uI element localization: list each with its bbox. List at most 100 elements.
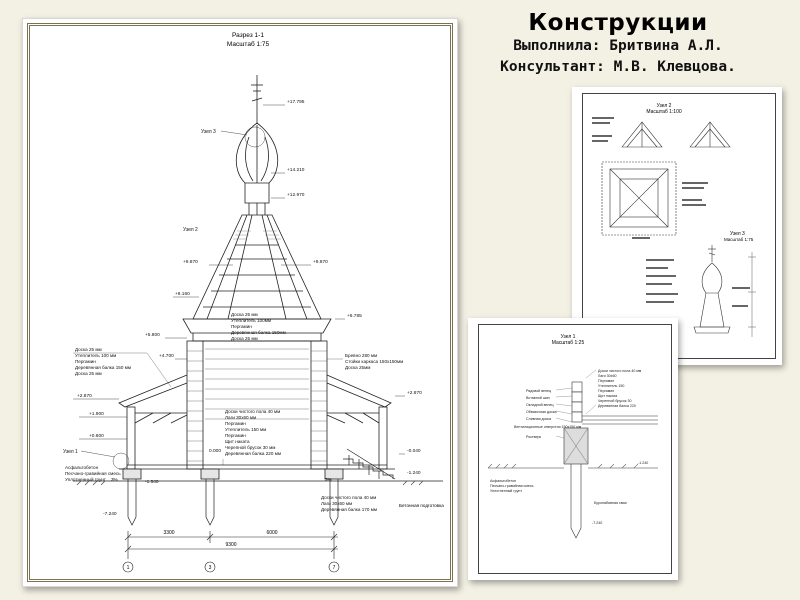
leader-lines bbox=[555, 369, 597, 439]
svg-text:-7.240: -7.240 bbox=[592, 521, 602, 525]
svg-text:Пергамин: Пергамин bbox=[225, 421, 246, 426]
plan-view bbox=[601, 161, 677, 236]
svg-text:Узел 3: Узел 3 bbox=[201, 129, 216, 135]
dim-6000: 6000 bbox=[266, 530, 277, 536]
slope-left: 3% bbox=[111, 477, 118, 482]
left-layers-annotation: Доска 25 мм Утеплитель 100 мм Пергамин Д… bbox=[75, 347, 131, 376]
svg-text:-1.540: -1.540 bbox=[145, 479, 159, 485]
svg-text:+14.210: +14.210 bbox=[287, 167, 305, 173]
svg-text:Асфальтобетон: Асфальтобетон bbox=[65, 465, 99, 470]
ground-line bbox=[487, 463, 658, 469]
svg-text:Уплотненный грунт: Уплотненный грунт bbox=[65, 476, 107, 482]
node3-title: Узел 3 bbox=[730, 231, 745, 237]
svg-text:Утеплитель 150: Утеплитель 150 bbox=[598, 384, 624, 388]
floor-structure bbox=[582, 415, 658, 425]
svg-text:Утеплитель 100 мм: Утеплитель 100 мм bbox=[75, 353, 116, 358]
roof-layers-annotation: Доска 25 мм Утеплитель 100мм Пергамин Де… bbox=[231, 312, 286, 341]
node3-levels bbox=[748, 252, 756, 337]
drawing-sheet-node1: Узел 1 Масштаб 1:25 Рядовой венец Вставн… bbox=[468, 318, 678, 580]
svg-text:+5.800: +5.800 bbox=[145, 332, 160, 338]
svg-text:0.000: 0.000 bbox=[209, 448, 221, 454]
node3-callouts bbox=[646, 259, 750, 307]
sheet-frame bbox=[478, 324, 672, 574]
svg-text:Лаги 30х60 мм: Лаги 30х60 мм bbox=[321, 501, 352, 506]
svg-text:Щит наката: Щит наката bbox=[225, 439, 250, 444]
svg-text:+4.700: +4.700 bbox=[159, 353, 174, 359]
ground-line bbox=[73, 480, 443, 486]
node-labels: Узел 3 Узел 2 Узел 1 bbox=[63, 129, 216, 455]
svg-text:Деревянная балка 150 мм: Деревянная балка 150 мм bbox=[75, 365, 131, 370]
svg-text:Деревянная балка 220: Деревянная балка 220 bbox=[598, 404, 636, 408]
concrete-label: Бетонная подготовка bbox=[399, 503, 444, 508]
dome-and-cross bbox=[235, 75, 279, 215]
node1-scale: Масштаб 1:25 bbox=[552, 340, 585, 346]
svg-text:-1.240: -1.240 bbox=[638, 461, 648, 465]
pile bbox=[570, 464, 582, 539]
node2-scale: Масштаб 1:100 bbox=[646, 109, 682, 115]
svg-text:Утеплитель 150 мм: Утеплитель 150 мм bbox=[225, 427, 266, 432]
node3-scale: Масштаб 1:75 bbox=[724, 237, 754, 242]
svg-text:Узел 1: Узел 1 bbox=[63, 449, 78, 455]
axis-7: 7 bbox=[333, 565, 336, 571]
svg-text:Узел 2: Узел 2 bbox=[183, 227, 198, 233]
svg-text:-0.040: -0.040 bbox=[407, 448, 421, 454]
slope-right: 3% bbox=[325, 477, 332, 482]
svg-text:Песчано-гравийная смесь: Песчано-гравийная смесь bbox=[490, 484, 534, 488]
node1-right-labels: Доски чистого пола 40 мм Лаги 30х60 Перг… bbox=[598, 369, 642, 408]
wall-logs bbox=[187, 348, 327, 462]
elevation-leaders bbox=[73, 104, 405, 455]
node1-drawing: Узел 1 Масштаб 1:25 Рядовой венец Вставн… bbox=[487, 334, 658, 539]
svg-text:Деревянная балка 150мм: Деревянная балка 150мм bbox=[231, 330, 286, 335]
svg-text:Доска 25мм: Доска 25мм bbox=[345, 365, 370, 370]
dimension-lines bbox=[124, 531, 338, 559]
svg-text:Щит наката: Щит наката bbox=[598, 394, 617, 398]
svg-text:+17.795: +17.795 bbox=[287, 99, 305, 105]
svg-text:Деревянная балка 220 мм: Деревянная балка 220 мм bbox=[225, 451, 281, 456]
svg-text:+0.600: +0.600 bbox=[89, 433, 104, 439]
svg-text:+2.870: +2.870 bbox=[77, 393, 92, 399]
svg-text:+8.160: +8.160 bbox=[175, 291, 190, 297]
section-drawing: Разрез 1-1 Масштаб 1:75 bbox=[63, 32, 444, 573]
node1-title: Узел 1 bbox=[561, 334, 576, 340]
svg-text:Вставной шип: Вставной шип bbox=[526, 396, 550, 400]
svg-text:Бревно 280 мм: Бревно 280 мм bbox=[345, 353, 377, 358]
truss-right bbox=[689, 121, 731, 148]
porch-layers-annotation: Доски чистого пола 40 мм Лаги 30х60 мм Д… bbox=[321, 495, 377, 512]
dim-3300: 3300 bbox=[163, 530, 174, 536]
svg-text:Утеплитель 100мм: Утеплитель 100мм bbox=[231, 318, 271, 323]
svg-text:Доски чистого пола 40 мм: Доски чистого пола 40 мм bbox=[321, 495, 376, 500]
svg-text:Ростверк: Ростверк bbox=[526, 435, 542, 439]
svg-text:Черепной брусок 30 мм: Черепной брусок 30 мм bbox=[225, 444, 275, 450]
svg-text:Рядовой венец: Рядовой венец bbox=[526, 389, 551, 393]
svg-text:+12.970: +12.970 bbox=[287, 192, 305, 198]
svg-text:Пергамин: Пергамин bbox=[225, 433, 246, 438]
tent-roof bbox=[192, 214, 322, 320]
svg-text:Доска 25 мм: Доска 25 мм bbox=[75, 347, 102, 352]
svg-text:+1.900: +1.900 bbox=[89, 411, 104, 417]
svg-text:Уплотненный грунт: Уплотненный грунт bbox=[490, 489, 522, 493]
svg-text:-1.240: -1.240 bbox=[407, 470, 421, 476]
grillage bbox=[563, 427, 589, 465]
svg-text:Асфальтобетон: Асфальтобетон bbox=[490, 479, 516, 483]
svg-text:Деревянная балка 170 мм: Деревянная балка 170 мм bbox=[321, 507, 377, 512]
grid-axes bbox=[122, 561, 340, 573]
elevation-marks: +17.795 +14.210 +12.970 +9.870 +9.870 +8… bbox=[77, 99, 422, 517]
svg-text:+6.785: +6.785 bbox=[347, 313, 362, 319]
svg-text:Доска 25 мм: Доска 25 мм bbox=[231, 312, 258, 317]
svg-text:Обвязочная доска: Обвязочная доска bbox=[526, 410, 557, 414]
right-layers-annotation: Бревно 280 мм Стойки каркаса 150х150мм Д… bbox=[345, 353, 403, 370]
node2-drawing: Узел 2 Масштаб 1:100 Узел 3 Масштаб 1:75 bbox=[592, 103, 756, 337]
svg-text:Черепной брусок 30: Черепной брусок 30 bbox=[598, 399, 632, 403]
axis-3: 3 bbox=[209, 565, 212, 571]
node1-left-labels: Рядовой венец Вставной шип Окладной вене… bbox=[514, 389, 582, 439]
sheet-frame bbox=[27, 23, 453, 582]
svg-text:+2.870: +2.870 bbox=[407, 390, 422, 396]
page-title: Конструкции bbox=[528, 10, 708, 36]
dim-9300: 9300 bbox=[225, 542, 236, 548]
svg-text:-7.240: -7.240 bbox=[103, 511, 117, 517]
floor-layers-annotation: Доски чистого пола 40 мм Лаги 30х60 мм П… bbox=[225, 409, 281, 456]
floor-and-base bbox=[119, 464, 395, 480]
dome-detail bbox=[693, 245, 731, 334]
truss-left bbox=[621, 121, 663, 148]
left-layers-leader bbox=[73, 352, 172, 388]
